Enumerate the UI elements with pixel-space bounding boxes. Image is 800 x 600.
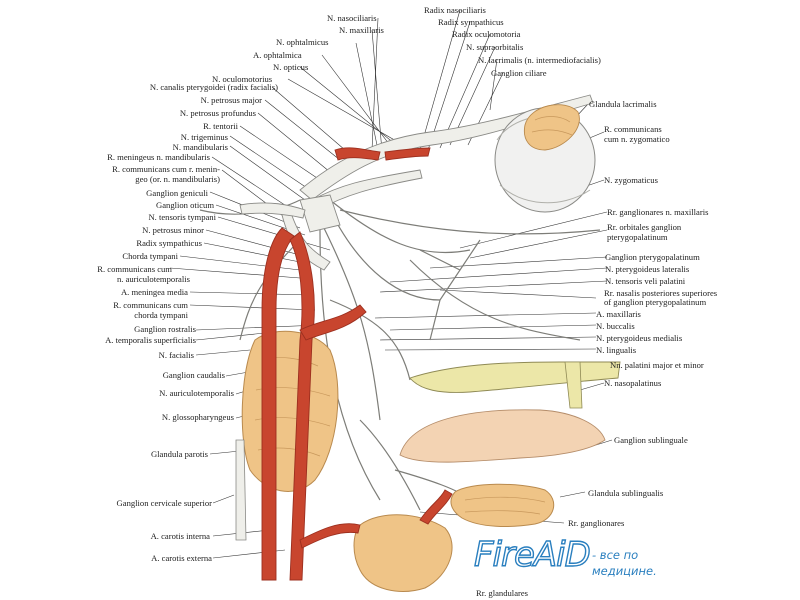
right-label-5: Rr. orbitales ganglion (607, 222, 682, 232)
right-label-21: Rr. glandulares (476, 588, 529, 598)
left-label-11: N. tensoris tympani (148, 212, 216, 222)
left-label-20: Ganglion rostralis (134, 324, 196, 334)
top-label-8: Radix oculomotoria (452, 29, 521, 39)
top-label-3: A. ophtalmica (253, 50, 302, 60)
left-label-5: N. mandibularis (172, 142, 228, 152)
left-label-26: Glandula parotis (150, 449, 208, 459)
right-label-2: cum n. zygomatico (604, 134, 670, 144)
left-label-28: A. carotis interna (150, 531, 210, 541)
left-label-0: N. canalis pterygoidei (radix facialis) (149, 82, 278, 92)
right-label-4: Rr. ganglionares n. maxillaris (607, 207, 709, 217)
right-label-1: R. communicans (604, 124, 662, 134)
top-label-4: N. opticus (273, 62, 309, 72)
left-label-3: R. tentorii (203, 121, 238, 131)
top-label-6: Radix nasociliaris (424, 5, 486, 15)
right-label-13: N. buccalis (596, 321, 635, 331)
right-label-20: Rr. ganglionares (568, 518, 625, 528)
left-label-24: N. auriculotemporalis (159, 388, 234, 398)
watermark-tagline-line2: медицине. (592, 564, 657, 578)
right-label-18: Ganglion sublinguale (614, 435, 688, 445)
top-label-9: N. supraorbitalis (466, 42, 524, 52)
left-label-23: Ganglion caudalis (162, 370, 225, 380)
left-label-14: Chorda tympani (122, 251, 178, 261)
left-label-18: R. communicans cum (113, 300, 188, 310)
left-label-16: n. auriculotemporalis (116, 274, 190, 284)
watermark-tagline: - все по медицине. (592, 547, 657, 579)
left-label-4: N. trigeminus (180, 132, 228, 142)
submandibular-gland (353, 514, 453, 592)
left-label-27: Ganglion cervicale superior (116, 498, 212, 508)
palate-bone (409, 361, 621, 409)
right-label-9: N. tensoris veli palatini (605, 276, 686, 286)
left-label-21: A. temporalis superficialis (105, 335, 196, 345)
right-label-16: Nn. palatini major et minor (610, 360, 704, 370)
sublingual-gland (450, 483, 555, 527)
left-label-15: R. communicans cum (97, 264, 172, 274)
watermark-tagline-line1: - все по (592, 548, 639, 562)
top-label-2: N. ophtalmicus (276, 37, 329, 47)
top-label-11: Ganglion ciliare (491, 68, 547, 78)
left-label-10: Ganglion oticum (156, 200, 214, 210)
left-label-7: R. communicans cum r. menin- (112, 164, 220, 174)
top-label-0: N. nasociliaris (327, 13, 377, 23)
top-label-1: N. maxillaris (339, 25, 384, 35)
right-label-7: Ganglion pterygopalatinum (605, 252, 700, 262)
right-label-14: N. pterygoideus medialis (596, 333, 683, 343)
right-label-0: Glandula lacrimalis (589, 99, 657, 109)
left-label-13: Radix sympathicus (136, 238, 202, 248)
right-label-10: Rr. nasalis posteriores superiores (604, 288, 718, 298)
lacrimal-gland (523, 104, 580, 151)
right-label-17: N. nasopalatinus (604, 378, 662, 388)
left-label-8: geo (or. n. mandibularis) (135, 174, 220, 184)
left-label-17: A. meningea media (120, 287, 188, 297)
left-label-2: N. petrosus profundus (179, 108, 256, 118)
left-label-6: R. meningeus n. mandibularis (107, 152, 210, 162)
right-label-19: Glandula sublingualis (588, 488, 664, 498)
right-label-15: N. lingualis (596, 345, 637, 355)
top-label-5: N. oculomotorius (212, 74, 273, 84)
left-label-19: chorda tympani (134, 310, 188, 320)
sympathetic-trunk (235, 439, 247, 541)
right-label-3: N. zygomaticus (604, 175, 658, 185)
carotid-arteries (261, 147, 453, 581)
left-label-25: N. glossopharyngeus (161, 412, 234, 422)
left-label-29: A. carotis externa (151, 553, 212, 563)
right-label-11: of ganglion pterygopalatinum (604, 297, 707, 307)
right-label-12: A. maxillaris (596, 309, 641, 319)
tongue (399, 409, 606, 463)
left-label-12: N. petrosus minor (142, 225, 204, 235)
top-label-10: N. lacrimalis (n. intermediofacialis) (478, 55, 601, 65)
top-label-7: Radix sympathicus (438, 17, 504, 27)
left-label-22: N. facialis (158, 350, 194, 360)
right-label-6: pterygopalatinum (607, 232, 668, 242)
left-label-1: N. petrosus major (200, 95, 262, 105)
right-label-8: N. pterygoideus lateralis (605, 264, 690, 274)
left-label-9: Ganglion geniculi (146, 188, 208, 198)
parotid-gland (241, 330, 339, 492)
watermark-logo: FireAiD (473, 534, 591, 575)
